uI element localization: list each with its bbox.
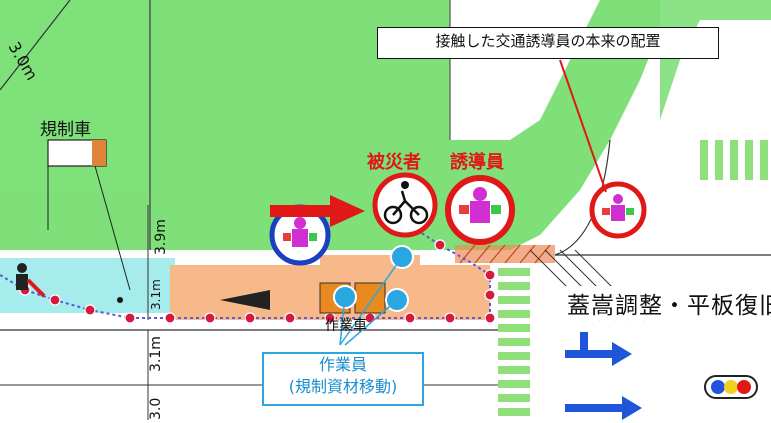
label-work-vehicle: 作業車 [325,318,367,334]
callout-text: 接触した交通誘導員の本来の配置 [435,32,661,50]
dimension-vertical-b: 3.1m [148,336,164,372]
hatched-area [455,245,555,263]
crosswalk [498,268,530,416]
traffic-signal-icon [704,375,758,399]
lane-cyan [0,258,175,313]
label-guide: 誘導員 [450,152,504,173]
label-curb-work: 蓋嵩調整・平板復旧 [563,286,771,320]
victim-marker [372,172,438,238]
arrow-right-icon [270,195,365,227]
dimension-vertical-d: 3.0 [148,398,164,420]
road-arrow [565,332,642,420]
callout-original-position: 接触した交通誘導員の本来の配置 [377,27,719,59]
traffic-guide-icon [283,217,317,247]
dimension-vertical-a: 3.9m [153,219,169,255]
traffic-guide-icon [16,263,46,298]
workers-title: 作業員 [318,355,367,374]
workers-box: 作業員 (規制資材移動) [262,352,424,406]
dimension-vertical-c: 3.1m [149,279,163,310]
crosswalk-right [700,140,768,180]
workers-subtitle: (規制資材移動) [288,377,398,396]
label-victim: 被災者 [367,152,421,173]
bicycle-icon [383,181,429,225]
label-control-vehicle: 規制車 [40,120,91,140]
